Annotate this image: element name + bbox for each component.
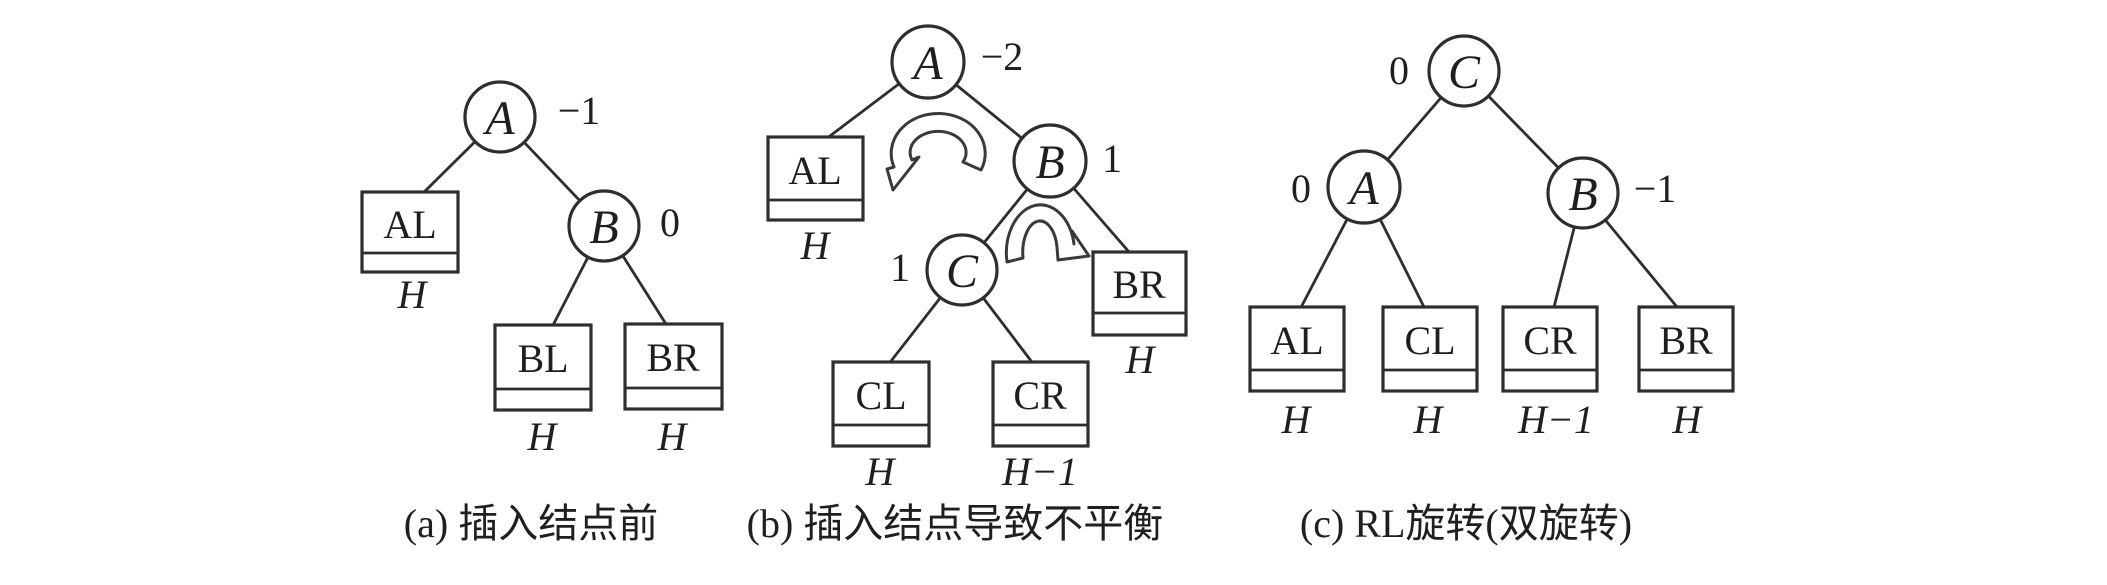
node-b-C: C 1 <box>890 233 999 307</box>
subtree-b-AL: AL H <box>766 135 865 268</box>
caption-b: (b) 插入结点导致不平衡 <box>747 501 1164 546</box>
node-label: A <box>482 92 515 145</box>
rotation-arrow-lower <box>1004 203 1091 264</box>
node-circle <box>1546 156 1620 230</box>
node-c-C: C 0 <box>1389 34 1501 108</box>
subtree-height: H−1 <box>1517 397 1594 442</box>
subtree-c-AL: AL H <box>1248 305 1346 442</box>
subtree-height: H <box>397 272 429 317</box>
subtree-a-BR: BR H <box>623 322 724 459</box>
balance-factor: 0 <box>660 200 680 245</box>
subtree-box <box>623 322 724 411</box>
node-circle <box>567 189 641 263</box>
subtree-label: CR <box>1013 373 1067 418</box>
balance-factor: −1 <box>1634 166 1677 211</box>
node-circle <box>1427 34 1501 108</box>
node-b-B: B 1 <box>1012 123 1122 199</box>
caption-a: (a) 插入结点前 <box>404 501 658 546</box>
subtree-label: AL <box>1270 318 1323 363</box>
subtree-box <box>360 190 460 274</box>
subtree-height: H <box>657 414 689 459</box>
subtree-box <box>991 360 1090 448</box>
node-b-A: A −2 <box>890 24 1024 100</box>
balance-factor: −1 <box>558 88 601 133</box>
panel-b-edges <box>817 60 1138 371</box>
subtree-box <box>1381 305 1479 393</box>
subtree-box <box>1637 305 1735 393</box>
node-circle <box>463 80 537 154</box>
balance-factor: 1 <box>890 245 910 290</box>
subtree-c-CR: CR H−1 <box>1501 305 1599 442</box>
node-label: A <box>910 37 943 90</box>
balance-factor: 1 <box>1102 136 1122 181</box>
subtree-box <box>766 135 865 222</box>
subtree-height: H <box>1281 397 1313 442</box>
panel-b: A −2 B 1 C 1 AL H BR H CL H <box>747 24 1188 546</box>
rotation-arrow-upper <box>885 111 987 192</box>
node-a-A: A −1 <box>463 80 601 154</box>
caption-c: (c) RL旋转(双旋转) <box>1300 501 1632 546</box>
node-circle <box>890 24 966 100</box>
subtree-height: H <box>1413 397 1445 442</box>
subtree-label: BR <box>1112 262 1166 307</box>
subtree-height: H <box>865 449 897 494</box>
subtree-height: H <box>1125 337 1157 382</box>
node-label: B <box>1035 136 1064 189</box>
subtree-box <box>1248 305 1346 393</box>
node-a-B: B 0 <box>567 189 680 263</box>
subtree-box <box>1091 250 1188 337</box>
subtree-box <box>493 323 593 412</box>
node-circle <box>1326 149 1402 225</box>
node-circle <box>1012 123 1088 199</box>
subtree-box <box>1501 305 1599 393</box>
subtree-height: H−1 <box>1001 449 1078 494</box>
subtree-a-BL: BL H <box>493 323 593 459</box>
node-label: C <box>1448 46 1481 99</box>
subtree-b-CL: CL H <box>831 360 931 494</box>
subtree-c-BR: BR H <box>1637 305 1735 442</box>
subtree-label: AL <box>383 202 436 247</box>
subtree-label: CL <box>1404 318 1455 363</box>
subtree-height: H <box>800 223 832 268</box>
subtree-label: AL <box>788 148 841 193</box>
balance-factor: −2 <box>981 34 1024 79</box>
subtree-b-BR: BR H <box>1091 250 1188 382</box>
node-circle <box>925 233 999 307</box>
node-c-B: B −1 <box>1546 156 1677 230</box>
subtree-height: H <box>1672 397 1704 442</box>
subtree-height: H <box>527 414 559 459</box>
subtree-label: CL <box>855 373 906 418</box>
node-c-A: A 0 <box>1291 149 1402 225</box>
subtree-label: BR <box>1659 318 1713 363</box>
subtree-box <box>831 360 931 448</box>
subtree-b-CR: CR H−1 <box>991 360 1090 494</box>
subtree-label: CR <box>1523 318 1577 363</box>
node-label: B <box>589 201 618 254</box>
subtree-label: BL <box>517 336 568 381</box>
panel-c: C 0 A 0 B −1 AL H CL H CR H− <box>1248 34 1735 546</box>
node-label: A <box>1346 162 1379 215</box>
node-label: C <box>946 245 979 298</box>
subtree-c-CL: CL H <box>1381 305 1479 442</box>
balance-factor: 0 <box>1389 48 1409 93</box>
subtree-a-AL: AL H <box>360 190 460 317</box>
panel-a: A −1 B 0 AL H BL H BR H (a) 插入结点前 <box>360 80 724 546</box>
balance-factor: 0 <box>1291 166 1311 211</box>
node-label: B <box>1568 168 1597 221</box>
subtree-label: BR <box>646 335 700 380</box>
